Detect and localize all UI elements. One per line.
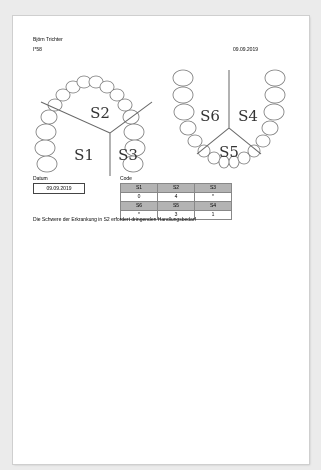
table-cell: S2 [158, 184, 195, 193]
quadrant-label-s1: S1 [74, 146, 94, 164]
lower-jaw-diagram: S6 S4 S5 [169, 68, 289, 178]
quadrant-label-s3: S3 [118, 146, 138, 164]
upper-jaw-diagram: S2 S1 S3 [27, 62, 157, 180]
quadrant-label-s2: S2 [90, 104, 110, 122]
table-row: S1 S2 S3 [121, 184, 232, 193]
code-label: Code [120, 176, 132, 182]
table-cell: S1 [121, 184, 158, 193]
table-cell: 1 [195, 211, 232, 220]
record-code: I*58 [33, 47, 42, 53]
quadrant-label-s4: S4 [238, 107, 258, 125]
date-field: 09.09.2019 [33, 183, 85, 194]
table-cell: S5 [158, 202, 195, 211]
quadrant-label-s5: S5 [219, 143, 239, 161]
table-row: 0 4 * [121, 193, 232, 202]
table-row: S6 S5 S4 [121, 202, 232, 211]
table-cell: 4 [158, 193, 195, 202]
code-table: S1 S2 S3 0 4 * S6 S5 S4 * 3 1 [120, 183, 232, 220]
table-cell: 0 [121, 193, 158, 202]
severity-note: Die Schwere der Erkrankung in S2 erforde… [33, 217, 196, 223]
date-label: Datum [33, 176, 48, 182]
patient-name: Björn Trichter [33, 37, 63, 43]
quadrant-label-s6: S6 [200, 107, 220, 125]
document-page: Björn Trichter I*58 09.09.2019 S2 [13, 16, 309, 464]
table-cell: S4 [195, 202, 232, 211]
header-date: 09.09.2019 [233, 47, 258, 53]
table-cell: S3 [195, 184, 232, 193]
table-cell: * [195, 193, 232, 202]
table-cell: S6 [121, 202, 158, 211]
